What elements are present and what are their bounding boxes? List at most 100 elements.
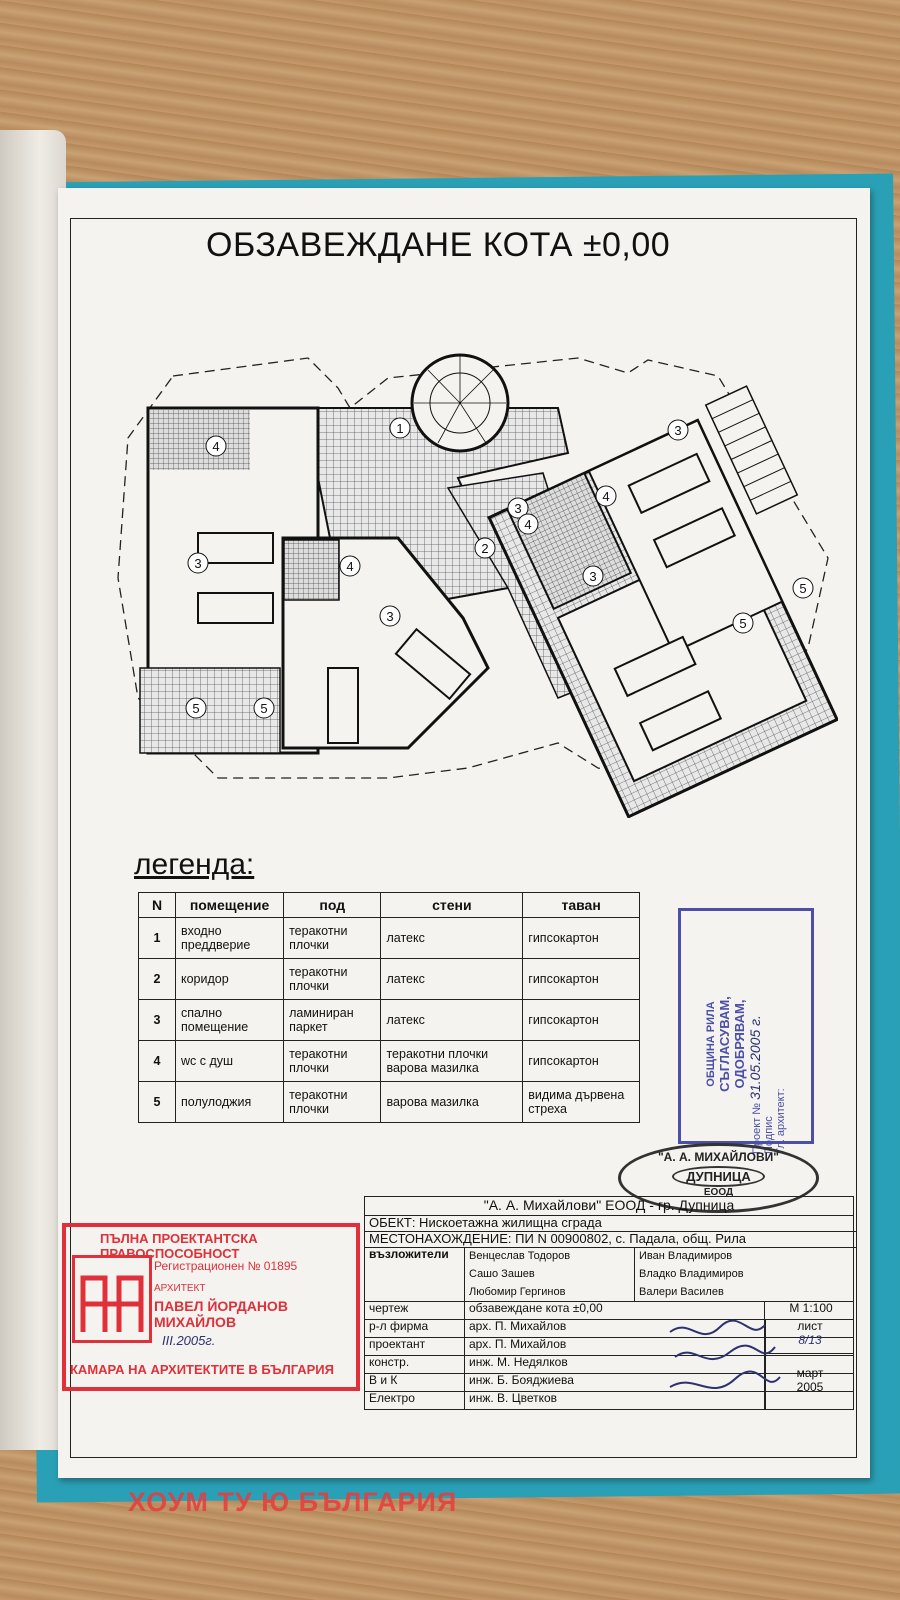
legend-header-n: N — [138, 892, 176, 918]
municipality-stamp: ОБЩИНА РИЛА СЪГЛАСУВАМ, ОДОБРЯВАМ, Проек… — [678, 908, 814, 1154]
legend-walls: латекс — [380, 999, 524, 1041]
room-number-5: 5 — [253, 697, 275, 719]
svg-text:5: 5 — [260, 701, 267, 716]
legend-ceiling: гипсокартон — [522, 999, 640, 1041]
legend-ceiling: гипсокартон — [522, 958, 640, 1000]
room-number-5: 5 — [185, 697, 207, 719]
legend-title: легенда: — [134, 848, 255, 881]
tb-row-label: В и К — [365, 1373, 465, 1391]
svg-text:4: 4 — [212, 439, 219, 454]
legend-header-walls: стени — [380, 892, 524, 918]
room-number-3: 3 — [667, 419, 689, 441]
tb-scale: М 1:100 — [789, 1301, 833, 1315]
tb-row-value: инж. М. Недялков — [465, 1355, 765, 1373]
stamp-signature: Подпис — [763, 1116, 775, 1154]
legend-row: 3 спално помещение ламиниран паркет лате… — [138, 999, 640, 1041]
tb-company: "А. А. Михайлови" ЕООД - гр. Дупница — [365, 1197, 853, 1216]
legend-table: N помещение под стени таван 1 входно пре… — [138, 892, 640, 1123]
room-number-3: 3 — [187, 552, 209, 574]
tb-row: В и К инж. Б. Бояджиева — [365, 1373, 853, 1392]
legend-walls: варова мазилка — [380, 1081, 524, 1123]
legend-walls: теракотни плочки варова мазилка — [380, 1040, 524, 1082]
svg-text:4: 4 — [524, 517, 531, 532]
tb-sheet-box: лист 8/13 март 2005 — [765, 1319, 854, 1409]
tb-row-label: Електро — [365, 1391, 465, 1409]
svg-text:5: 5 — [739, 616, 746, 631]
svg-text:5: 5 — [799, 581, 806, 596]
legend-header-ceiling: таван — [522, 892, 640, 918]
legend-header-room: помещение — [174, 892, 285, 918]
legend-header-floor: под — [283, 892, 382, 918]
svg-text:5: 5 — [192, 701, 199, 716]
svg-text:1: 1 — [396, 421, 403, 436]
legend-header-row: N помещение под стени таван — [138, 892, 640, 918]
tb-drawing-value: обзавеждане кота ±0,00 — [465, 1301, 765, 1319]
watermark: ХОУМ ТУ Ю БЪЛГАРИЯ — [128, 1487, 458, 1517]
tb-assigners-left: Венцеслав Тодоров Сашо Зашев Любомир Гер… — [465, 1247, 635, 1301]
legend-room: wc с душ — [174, 1040, 285, 1082]
company-stamp-middle: ДУПНИЦА — [672, 1166, 765, 1187]
legend-walls: латекс — [380, 958, 524, 1000]
room-number-3: 3 — [507, 497, 529, 519]
tb-year: 2005 — [796, 1380, 824, 1394]
room-number-5: 5 — [792, 577, 814, 599]
legend-floor: теракотни плочки — [283, 958, 382, 1000]
legend-floor: теракотни плочки — [283, 917, 382, 959]
tb-assigners-label: възложители — [365, 1247, 465, 1301]
room-number-4: 4 — [339, 555, 361, 577]
chamber-stamp-footer: КАМАРА НА АРХИТЕКТИТЕ В БЪЛГАРИЯ — [70, 1362, 334, 1377]
legend-ceiling: гипсокартон — [522, 1040, 640, 1082]
room-number-1: 1 — [389, 417, 411, 439]
svg-text:3: 3 — [514, 501, 521, 516]
tb-assigners-row: възложители Венцеслав Тодоров Сашо Зашев… — [365, 1247, 853, 1302]
folder-left-pages — [0, 130, 66, 1450]
floor-plan: 1 2 3 3 3 3 3 4 4 4 4 5 5 5 5 — [117, 353, 838, 818]
svg-text:4: 4 — [346, 559, 353, 574]
tb-drawing-row: чертеж обзавеждане кота ±0,00 М 1:100 — [365, 1301, 853, 1320]
legend-room: спално помещение — [174, 999, 285, 1041]
company-stamp-bottom: ЕООД — [703, 1187, 734, 1198]
company-stamp-top: "А. А. МИХАЙЛОВИ" — [657, 1150, 779, 1164]
tb-month: март — [796, 1366, 824, 1380]
svg-text:3: 3 — [589, 569, 596, 584]
svg-text:4: 4 — [602, 489, 609, 504]
tb-row-value: инж. В. Цветков — [465, 1391, 765, 1409]
chamber-stamp: ПЪЛНА ПРОЕКТАНТСКА ПРАВОСПОСОБНОСТ Регис… — [62, 1223, 360, 1391]
legend-n: 5 — [138, 1081, 176, 1123]
svg-text:3: 3 — [386, 609, 393, 624]
legend-row: 2 коридор теракотни плочки латекс гипсок… — [138, 958, 640, 1000]
legend-ceiling: видима дървена стреха — [522, 1081, 640, 1123]
svg-text:3: 3 — [194, 556, 201, 571]
chamber-stamp-arch: АРХИТЕКТ — [154, 1283, 206, 1294]
room-number-3: 3 — [379, 605, 401, 627]
legend-room: полулоджия — [174, 1081, 285, 1123]
chamber-stamp-reg: Регистрационен № 01895 — [154, 1259, 298, 1273]
legend-floor: теракотни плочки — [283, 1040, 382, 1082]
room-number-4: 4 — [517, 513, 539, 535]
legend-n: 1 — [138, 917, 176, 959]
room-number-4: 4 — [205, 435, 227, 457]
legend-row: 1 входно преддверие теракотни плочки лат… — [138, 917, 640, 959]
tb-row-label: констр. — [365, 1355, 465, 1373]
legend-room: входно преддверие — [174, 917, 285, 959]
tb-row-label: проектант — [365, 1337, 465, 1355]
legend-walls: латекс — [380, 917, 524, 959]
drawing-frame — [70, 218, 857, 1458]
legend-n: 4 — [138, 1040, 176, 1082]
chamber-stamp-date: III.2005г. — [162, 1333, 216, 1348]
legend-n: 2 — [138, 958, 176, 1000]
svg-text:2: 2 — [481, 541, 488, 556]
tb-row: проектант арх. П. Михайлов — [365, 1337, 853, 1356]
tb-row-label: р-л фирма — [365, 1319, 465, 1337]
room-number-2: 2 — [474, 537, 496, 559]
stamp-chief: Гл. архитект: — [775, 1088, 787, 1154]
room-number-4: 4 — [595, 485, 617, 507]
tb-row: констр. инж. М. Недялков — [365, 1355, 853, 1374]
chamber-logo-icon — [72, 1255, 152, 1343]
tb-row-value: инж. Б. Бояджиева — [465, 1373, 765, 1391]
sheet-title: ОБЗАВЕЖДАНЕ КОТА ±0,00 — [206, 226, 671, 264]
stamp-line3: ОДОБРЯВАМ, — [732, 999, 747, 1089]
tb-location: МЕСТОНАХОЖДЕНИЕ: ПИ N 00900802, с. Падал… — [365, 1231, 857, 1248]
tb-assigners-right: Иван Владимиров Владко Владимиров Валери… — [639, 1250, 744, 1298]
company-stamp: "А. А. МИХАЙЛОВИ" ДУПНИЦА ЕООД — [618, 1143, 819, 1213]
